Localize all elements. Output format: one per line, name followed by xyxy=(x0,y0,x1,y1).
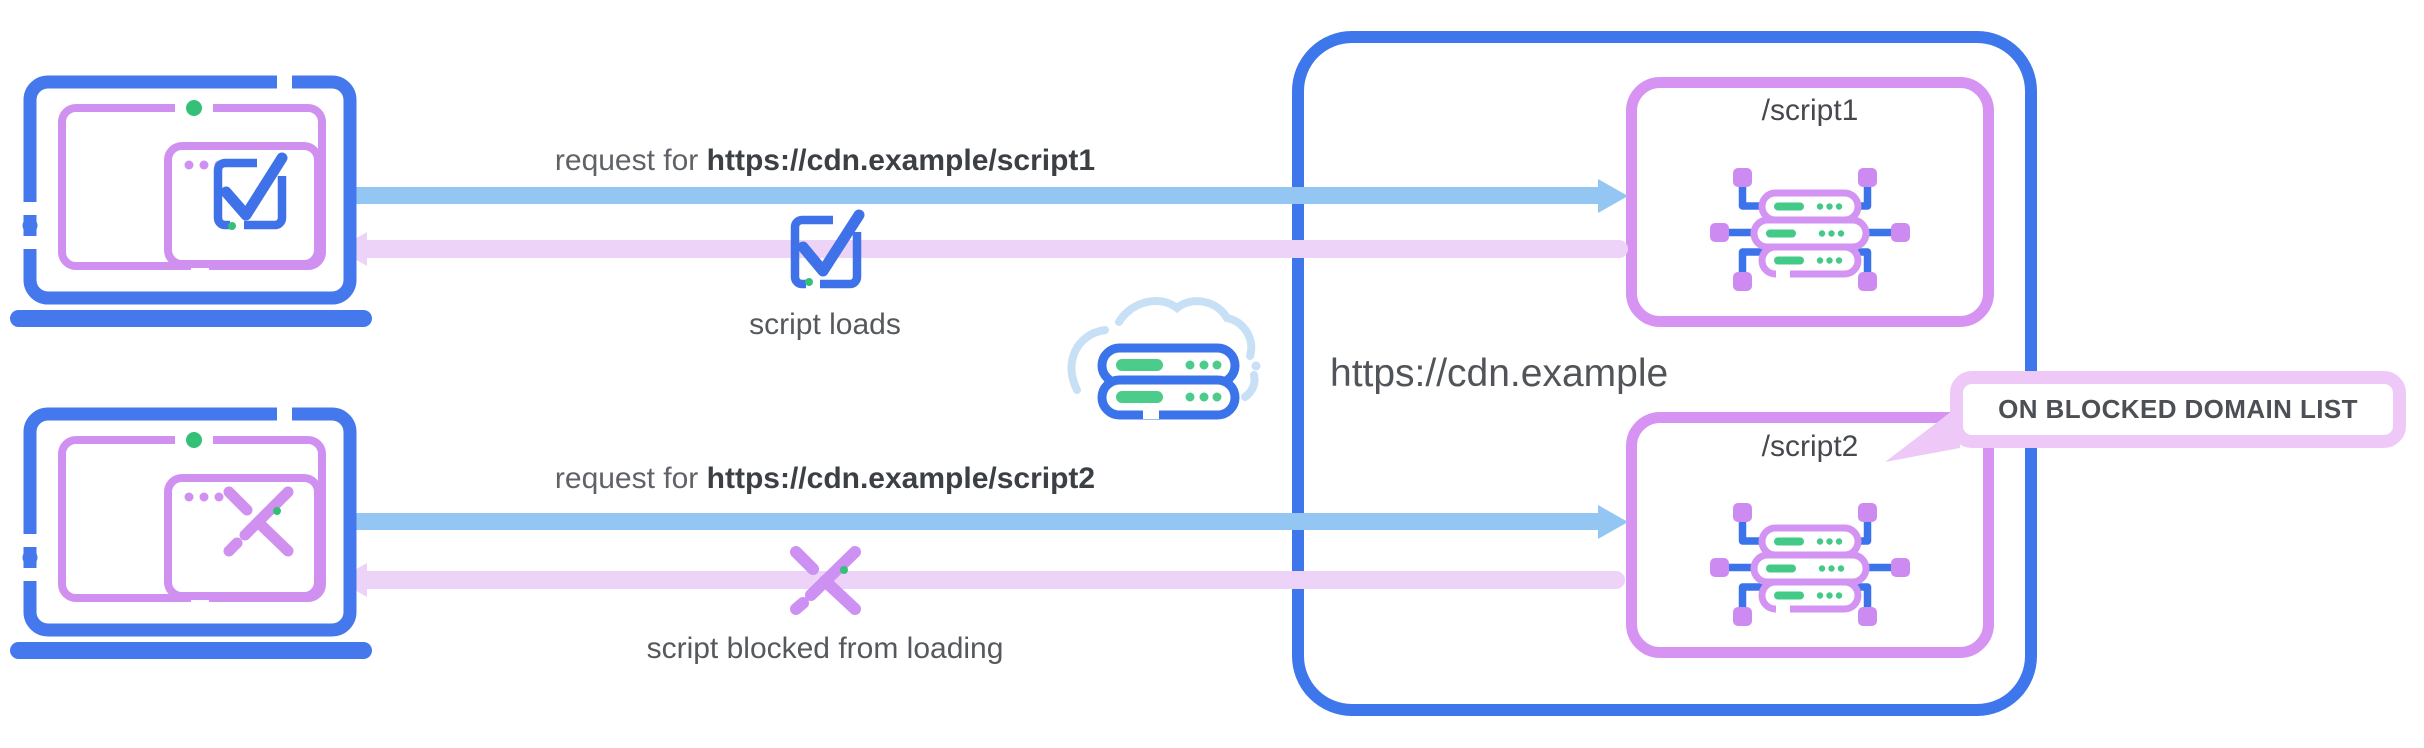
request-arrowhead-script2 xyxy=(1598,504,1628,539)
response-arrow-script1 xyxy=(360,240,1628,258)
endpoint-box-script1 xyxy=(1626,77,1994,327)
callout-tail xyxy=(1885,405,1960,462)
server-chip-icon xyxy=(1710,168,1910,291)
blocked-x-icon xyxy=(223,486,294,557)
request-arrow-script2 xyxy=(338,513,1600,530)
request-label-script2: request for https://cdn.example/script2 xyxy=(554,462,1096,495)
request-label-script1: request for https://cdn.example/script1 xyxy=(554,144,1096,177)
request-arrowhead-script1 xyxy=(1598,178,1628,213)
blocked-x-icon xyxy=(790,546,861,615)
response-arrow-script2 xyxy=(360,571,1625,589)
request-arrow-script1 xyxy=(338,187,1600,204)
laptop-with-blocked-x-icon xyxy=(10,405,372,659)
checkmark-document-icon xyxy=(790,209,867,289)
result-caption-script2: script blocked from loading xyxy=(646,632,1004,665)
result-caption-script1: script loads xyxy=(749,308,901,341)
server-chip-icon xyxy=(1710,503,1910,626)
request-url: https://cdn.example/script2 xyxy=(706,462,1096,495)
status-dot xyxy=(186,100,202,116)
endpoint-label-script1: /script1 xyxy=(1761,94,1859,127)
request-url: https://cdn.example/script1 xyxy=(706,144,1096,177)
cloud-server-icon xyxy=(1067,296,1261,420)
blocked-domain-callout: ON BLOCKED DOMAIN LIST xyxy=(1950,371,2406,448)
endpoint-label-script2: /script2 xyxy=(1761,430,1859,463)
laptop-with-checkmark-icon xyxy=(10,73,372,327)
checkmark-icon xyxy=(213,152,291,231)
cdn-domain-label: https://cdn.example xyxy=(1330,352,1669,395)
status-dot xyxy=(186,432,202,448)
